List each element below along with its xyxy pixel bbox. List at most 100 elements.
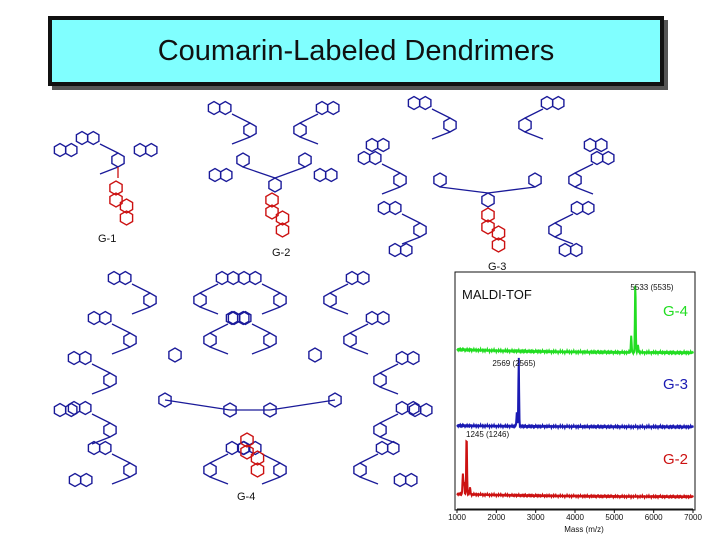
ring: [328, 392, 342, 408]
bond: [261, 283, 281, 294]
x-tick-label: 2000: [487, 513, 505, 522]
ring: [109, 180, 123, 196]
ring: [103, 422, 117, 438]
ring: [243, 122, 257, 138]
bond: [261, 306, 281, 315]
ring: [223, 402, 237, 418]
ring: [236, 152, 250, 168]
ring: [595, 137, 608, 153]
ring: [481, 207, 495, 223]
ring: [225, 440, 239, 456]
ring: [64, 142, 78, 158]
ring: [377, 310, 390, 326]
ring: [420, 402, 433, 418]
ring: [375, 440, 389, 456]
ring: [237, 270, 251, 286]
bond: [209, 453, 229, 464]
bond: [379, 413, 399, 424]
ring: [118, 270, 132, 286]
bond: [274, 166, 306, 179]
ring: [111, 152, 125, 168]
ring: [265, 204, 279, 220]
ring: [273, 292, 287, 308]
ring: [103, 372, 117, 388]
ring: [528, 172, 542, 188]
ring: [387, 440, 400, 456]
ring: [395, 400, 409, 416]
ring: [357, 150, 371, 166]
ring: [86, 130, 100, 146]
ring: [377, 200, 391, 216]
ring: [570, 242, 583, 258]
bond: [524, 108, 544, 119]
bond: [131, 283, 151, 294]
ring: [407, 400, 420, 416]
ring: [325, 167, 338, 183]
bond: [574, 186, 594, 195]
bond: [299, 136, 319, 145]
ring: [602, 150, 615, 166]
ring: [369, 150, 382, 166]
title-box: Coumarin-Labeled Dendrimers: [48, 16, 664, 86]
ring: [123, 332, 137, 348]
ring: [107, 270, 121, 286]
structure-label-g1: G-1: [98, 233, 116, 245]
ring: [238, 310, 252, 326]
bond: [379, 386, 399, 395]
peak-label-g-4: 5533 (5535): [630, 283, 673, 292]
ring: [308, 347, 322, 363]
ring: [87, 310, 101, 326]
bond: [199, 283, 219, 294]
bond: [381, 163, 401, 174]
ring: [275, 210, 290, 226]
chart-title: MALDI-TOF: [462, 287, 532, 302]
bond: [199, 306, 219, 315]
ring: [268, 177, 282, 193]
bond: [251, 323, 271, 334]
x-tick-label: 4000: [566, 513, 584, 522]
bond: [381, 186, 401, 195]
ring: [568, 172, 582, 188]
ring: [373, 372, 387, 388]
x-axis-label: Mass (m/z): [564, 525, 604, 534]
ring: [393, 172, 407, 188]
ring: [481, 219, 495, 235]
series-line-g-3: [456, 357, 694, 431]
ring: [275, 222, 290, 238]
bond: [269, 399, 336, 411]
bond: [299, 113, 319, 124]
ring: [590, 150, 604, 166]
ring: [123, 462, 137, 478]
bond: [261, 453, 281, 464]
bond: [209, 323, 229, 334]
ring: [353, 462, 367, 478]
bond: [111, 476, 131, 485]
bond: [91, 363, 111, 374]
ring: [240, 444, 254, 460]
series-line-g-2: [456, 439, 694, 501]
bond: [431, 108, 451, 119]
ring: [109, 192, 123, 208]
ring: [119, 198, 134, 214]
ring: [78, 400, 92, 416]
ring: [388, 242, 402, 258]
ring: [144, 142, 158, 158]
ring: [582, 200, 595, 216]
bond: [554, 236, 574, 245]
ring: [237, 440, 251, 456]
ring: [365, 137, 379, 153]
ring: [193, 292, 207, 308]
ring: [327, 100, 340, 116]
bond: [349, 346, 369, 355]
series-name-g-2: G-2: [663, 451, 688, 468]
series-name-g-4: G-4: [663, 303, 688, 320]
ring: [518, 117, 532, 133]
x-tick-label: 3000: [527, 513, 545, 522]
slide-title: Coumarin-Labeled Dendrimers: [157, 34, 555, 67]
bond: [111, 453, 131, 464]
ring: [250, 462, 265, 478]
bond: [524, 131, 544, 140]
ring: [143, 292, 157, 308]
ring: [365, 310, 379, 326]
